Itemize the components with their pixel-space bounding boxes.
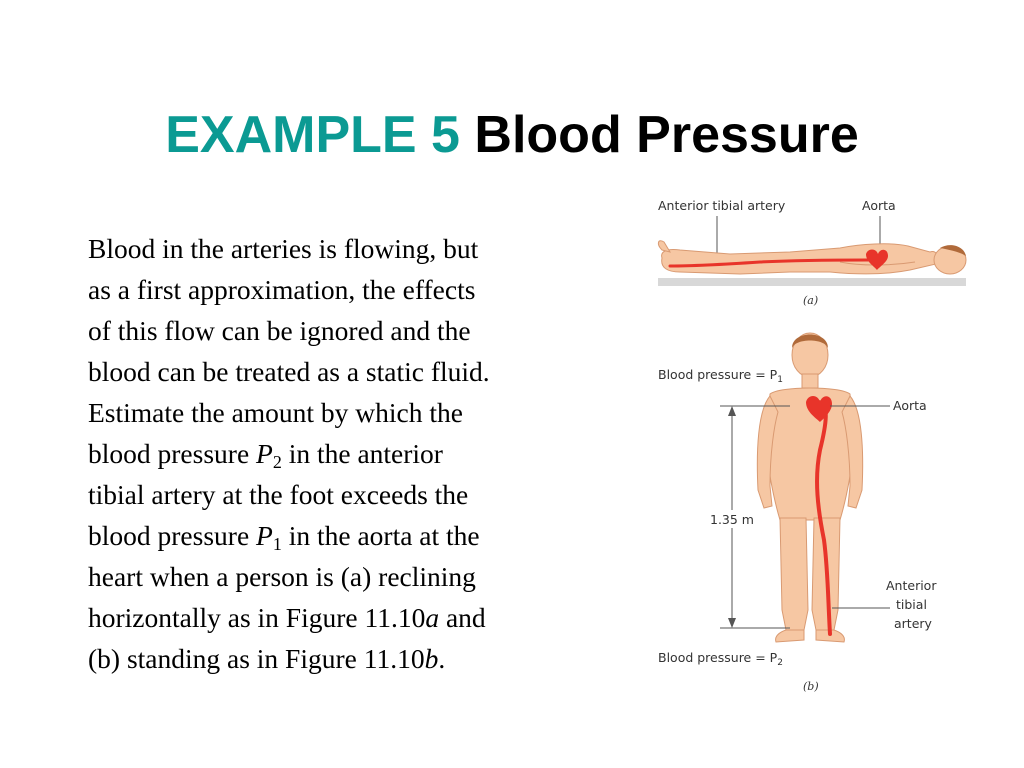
text-fragment: and bbox=[439, 602, 486, 633]
problem-line: as a first approximation, the effects bbox=[88, 274, 476, 305]
problem-line: horizontally as in Figure 11.10a and bbox=[88, 597, 608, 638]
text-fragment: . bbox=[438, 643, 446, 674]
title-example-number: EXAMPLE 5 bbox=[165, 106, 460, 164]
reclining-figure bbox=[657, 240, 967, 275]
label-aorta-a: Aorta bbox=[862, 198, 896, 213]
label-bp1: Blood pressure = P1 bbox=[658, 367, 783, 385]
label-anterior-tibial-artery-a: Anterior tibial artery bbox=[658, 198, 786, 213]
text-fragment: horizontally as in Figure 11.10 bbox=[88, 602, 426, 633]
figure-11-10: Anterior tibial artery Aorta (a) Blood p… bbox=[640, 190, 980, 700]
figure-svg: Anterior tibial artery Aorta (a) Blood p… bbox=[657, 198, 967, 693]
text-fragment: blood pressure bbox=[88, 520, 257, 551]
arrowhead-up bbox=[728, 406, 736, 416]
problem-line: Estimate the amount by which the bbox=[88, 397, 463, 428]
table-surface bbox=[658, 278, 966, 286]
problem-line: (b) standing as in Figure 11.10b. bbox=[88, 638, 608, 679]
slide-title: EXAMPLE 5 Blood Pressure bbox=[0, 95, 1024, 175]
text-fragment: blood pressure bbox=[88, 438, 257, 469]
problem-line: Blood in the arteries is flowing, but bbox=[88, 233, 479, 264]
label-aorta-b: Aorta bbox=[893, 398, 927, 413]
label-bp2: Blood pressure = P2 bbox=[658, 650, 783, 668]
problem-line: blood can be treated as a static fluid. bbox=[88, 356, 490, 387]
text-fragment: in the aorta at the bbox=[281, 520, 480, 551]
label-artery-line3: artery bbox=[894, 616, 933, 631]
dimension-label-bg bbox=[702, 510, 762, 528]
problem-line: tibial artery at the foot exceeds the bbox=[88, 479, 469, 510]
problem-line: heart when a person is (a) reclining bbox=[88, 561, 476, 592]
problem-line: of this flow can be ignored and the bbox=[88, 315, 471, 346]
problem-text: Blood in the arteries is flowing, but as… bbox=[88, 228, 608, 679]
bp1-label: Blood pressure = P bbox=[658, 367, 778, 382]
text-fragment: (b) standing as in Figure 11.10 bbox=[88, 643, 425, 674]
label-artery-line1: Anterior bbox=[886, 578, 937, 593]
variable-p: P bbox=[256, 438, 273, 469]
figure-letter: b bbox=[424, 643, 439, 674]
subscript: 1 bbox=[272, 534, 282, 554]
figure-letter: a bbox=[425, 602, 440, 633]
variable-p: P bbox=[256, 520, 273, 551]
problem-line: blood pressure P2 in the anterior bbox=[88, 433, 608, 474]
problem-line: blood pressure P1 in the aorta at the bbox=[88, 515, 608, 556]
standing-figure bbox=[756, 332, 864, 643]
text-fragment: in the anterior bbox=[281, 438, 443, 469]
label-height: 1.35 m bbox=[710, 512, 754, 527]
arrowhead-down bbox=[728, 618, 736, 628]
subscript: 2 bbox=[272, 452, 282, 472]
bp2-label: Blood pressure = P bbox=[658, 650, 778, 665]
label-artery-line2: tibial bbox=[896, 597, 927, 612]
bp2-subscript: 2 bbox=[777, 658, 783, 668]
bp1-subscript: 1 bbox=[777, 375, 783, 385]
title-topic: Blood Pressure bbox=[474, 106, 859, 164]
caption-b: (b) bbox=[803, 680, 819, 693]
caption-a: (a) bbox=[803, 294, 818, 307]
